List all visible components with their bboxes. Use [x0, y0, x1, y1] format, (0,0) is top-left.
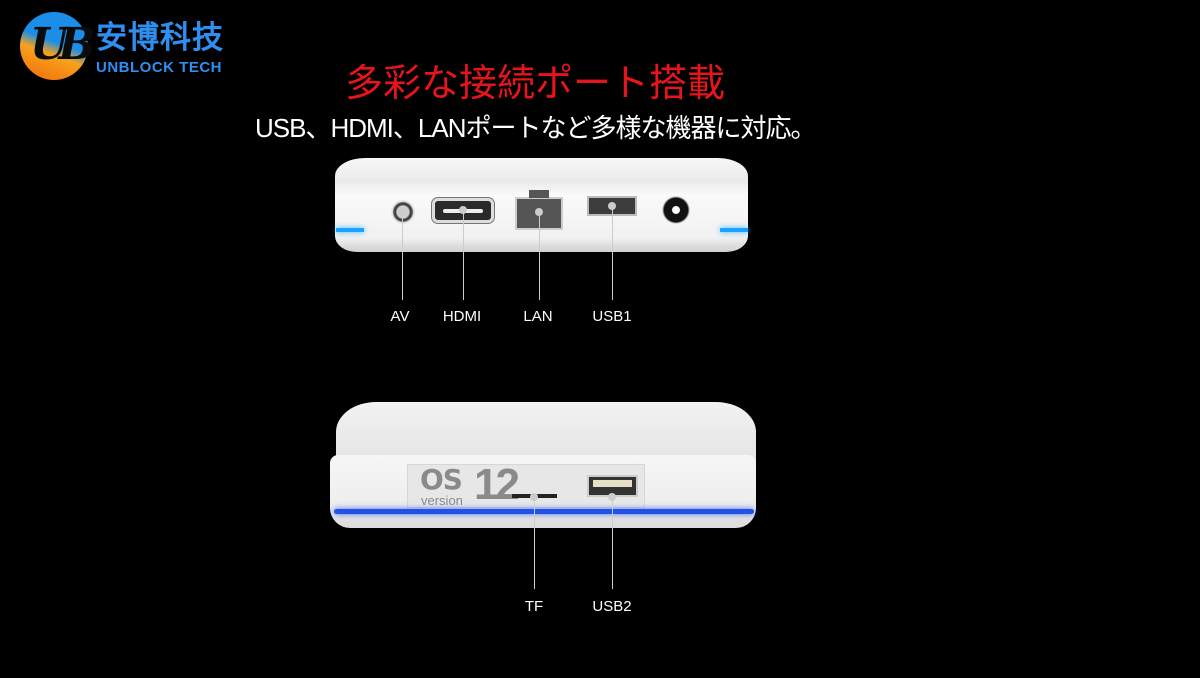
headline-subtitle: USB、HDMI、LANポートなど多様な機器に対応。	[255, 113, 816, 143]
lan-leader	[539, 212, 540, 300]
lan-dot	[535, 208, 543, 216]
led-right	[720, 228, 748, 232]
logo-name-cn: 安博科技	[96, 20, 224, 56]
av-leader	[402, 212, 403, 300]
label-hdmi: HDMI	[442, 308, 482, 325]
logo-icon	[20, 12, 88, 80]
led-left	[336, 228, 364, 232]
usb2-dot	[608, 493, 616, 501]
av-dot	[398, 208, 406, 216]
tf-leader	[534, 497, 535, 589]
power-port	[662, 196, 690, 224]
usb2-leader	[612, 497, 613, 589]
usb1-leader	[612, 206, 613, 300]
label-usb1: USB1	[592, 308, 632, 325]
usb1-dot	[608, 202, 616, 210]
headline-title: 多彩な接続ポート搭載	[344, 61, 725, 105]
os-version-text: version	[421, 493, 463, 508]
label-av: AV	[390, 308, 410, 325]
label-lan: LAN	[523, 308, 553, 325]
logo-mark: UB	[30, 19, 96, 70]
hdmi-leader	[463, 210, 464, 300]
label-usb2: USB2	[592, 598, 632, 615]
device-side-view-top	[336, 402, 756, 462]
label-tf: TF	[524, 598, 544, 615]
logo-name-en: UNBLOCK TECH	[96, 59, 222, 76]
tf-dot	[530, 493, 538, 501]
os-version-number: 12	[474, 460, 520, 509]
hdmi-dot	[459, 206, 467, 214]
led-strip	[334, 509, 754, 514]
os-badge: OS	[420, 463, 463, 496]
